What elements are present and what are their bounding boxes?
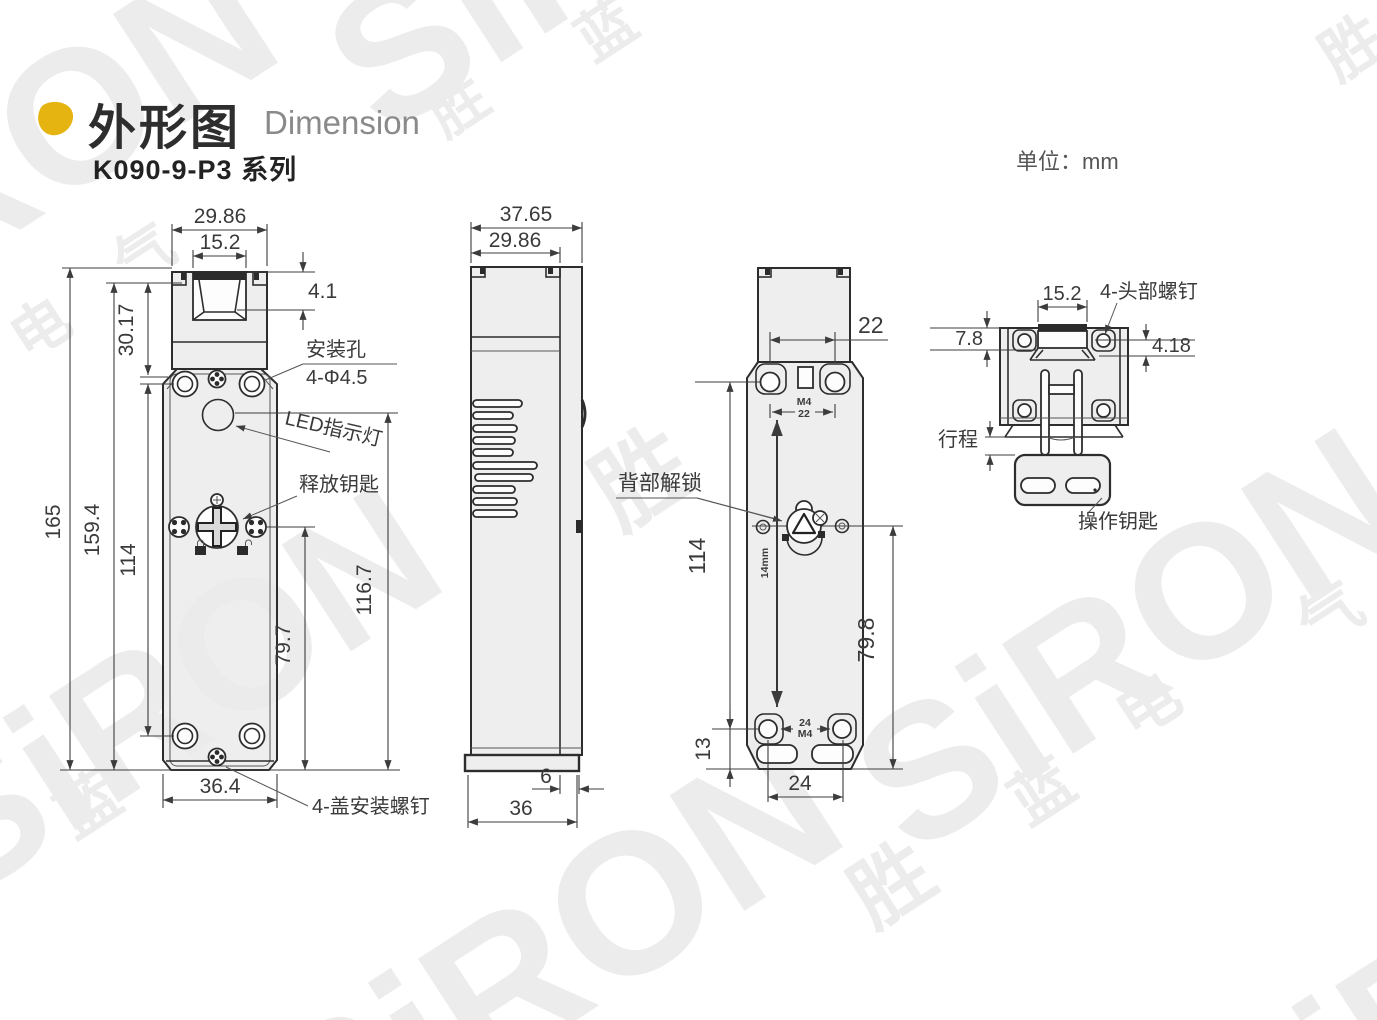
front-dim-head: 30.17	[115, 304, 138, 357]
back-thread-span: 22	[798, 408, 810, 420]
side-dim-lip: 6	[540, 765, 552, 788]
series-name: K090-9-P3 系列	[93, 155, 298, 185]
unit-note: 单位：mm	[1016, 149, 1119, 174]
head-label-stroke: 行程	[938, 428, 978, 451]
back-bottom-span: 24	[799, 717, 811, 729]
bullet-icon	[38, 101, 74, 136]
side-dim-outer: 37.65	[500, 203, 553, 226]
release-key-icon	[168, 493, 267, 555]
front-dim-base: 36.4	[200, 775, 241, 798]
back-dim-base-h: 13	[692, 737, 715, 760]
head-screw-icon	[1012, 329, 1116, 422]
back-dim-top: 22	[858, 312, 884, 338]
back-stroke-label: 14mm	[759, 548, 771, 578]
front-dim-low: 79.7	[272, 625, 295, 666]
back-view-drawing: M4 22 14mm 24 M4 22	[616, 267, 903, 802]
lock-closed-icon	[195, 539, 206, 555]
front-dim-body: 159.4	[81, 503, 104, 556]
front-dim-total: 165	[42, 504, 65, 539]
vent-slots	[472, 399, 538, 518]
led-indicator-icon	[201, 398, 235, 432]
back-dim-slots: 24	[788, 772, 812, 795]
head-view-drawing: 15.2 4-头部螺钉 7.8 4.18 行程 操作钥匙	[930, 280, 1198, 533]
watermark-char: 胜	[1307, 2, 1377, 95]
lock-open-icon	[237, 539, 252, 555]
front-dim-step: 4.1	[308, 280, 337, 303]
back-dim-holes: 114	[684, 537, 710, 574]
front-label-cover-screw: 4-盖安装螺钉	[312, 795, 430, 818]
head-dim-step: 4.18	[1152, 335, 1191, 357]
cover-screw-icon	[207, 369, 227, 767]
side-view-drawing: 37.65 29.86 6 36	[463, 203, 604, 828]
watermark-brand: SiRON	[1166, 749, 1377, 1020]
head-dim-key: 15.2	[1043, 283, 1082, 305]
side-dim-base: 36	[509, 797, 532, 820]
front-dim-key-width: 15.2	[200, 231, 241, 254]
front-label-mounting-hole-spec: 4-Φ4.5	[306, 367, 368, 389]
front-dim-holes: 114	[117, 543, 140, 577]
back-label-unlock: 背部解锁	[618, 472, 702, 495]
back-bottom-thread: M4	[798, 728, 813, 740]
back-thread-label: M4	[797, 396, 812, 408]
head-label-screw: 4-头部螺钉	[1100, 280, 1198, 303]
front-view-drawing: 29.86 15.2 4.1 165 159.4 30.17 114 79.7 …	[42, 205, 430, 818]
page-title: 外形图	[88, 102, 242, 155]
front-dim-outer-width: 29.86	[194, 205, 247, 228]
side-dim-inner: 29.86	[489, 229, 542, 252]
page-title-en: Dimension	[264, 104, 420, 141]
head-label-operation-key: 操作钥匙	[1078, 510, 1158, 533]
rear-unlock-icon	[782, 500, 828, 556]
back-dim-low: 79.8	[853, 618, 879, 663]
front-label-mounting-hole: 安装孔	[306, 338, 366, 361]
front-label-release-key: 释放钥匙	[299, 473, 379, 496]
head-dim-side: 7.8	[955, 328, 983, 350]
front-dim-up: 116.7	[353, 565, 376, 616]
